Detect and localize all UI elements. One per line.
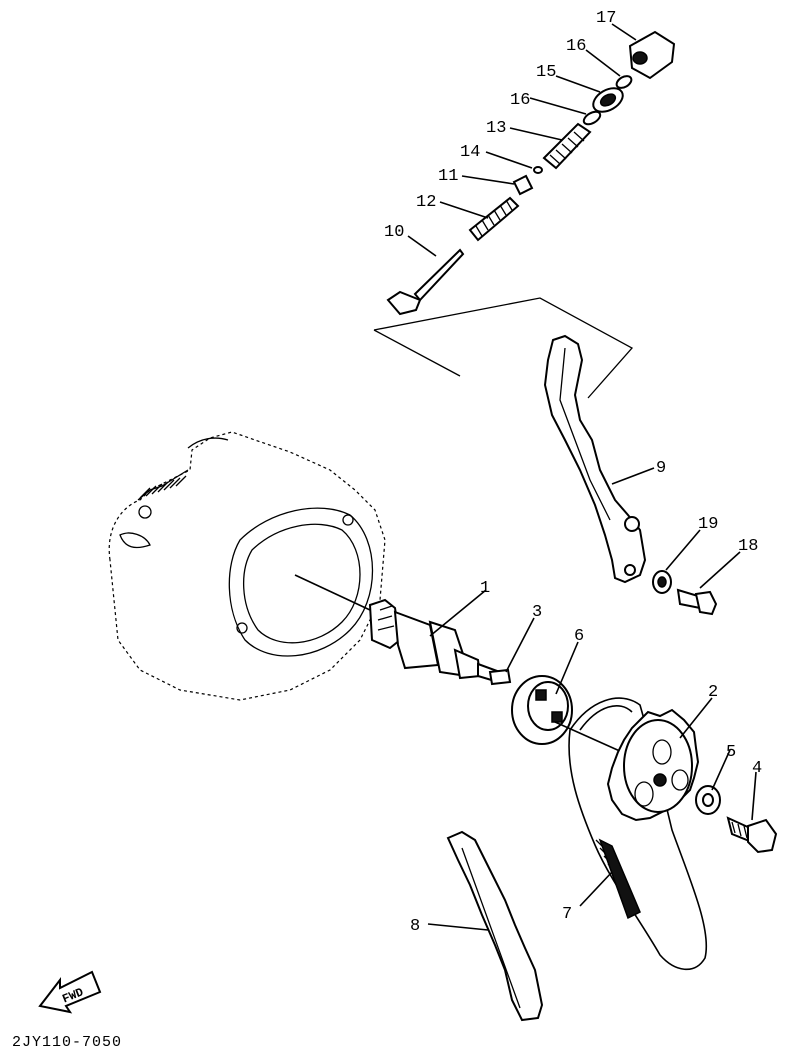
leader-lines [407, 23, 757, 931]
label-8: 8 [410, 917, 420, 936]
guide-washer [652, 570, 672, 594]
assembly-bracket-lines [373, 297, 634, 399]
tensioner-guide [543, 334, 647, 584]
gasket [592, 87, 624, 113]
diagram-code: 2JY110-7050 [12, 1034, 122, 1051]
label-19: 19 [698, 515, 718, 534]
label-9: 9 [656, 459, 666, 478]
label-17: 17 [596, 9, 616, 28]
label-15: 15 [536, 63, 556, 82]
label-6: 6 [574, 627, 584, 646]
cam-sprocket [606, 708, 700, 822]
label-7: 7 [562, 905, 572, 924]
camshaft [294, 574, 502, 684]
decompressor-cam [511, 675, 623, 753]
o-ring-upper [615, 75, 633, 89]
sprocket-bolt [726, 816, 778, 854]
washer [695, 785, 721, 815]
tensioner-ball [512, 174, 534, 196]
label-16-upper: 16 [566, 37, 586, 56]
tensioner-body [542, 122, 592, 170]
tensioner-rod [386, 248, 465, 316]
label-11: 11 [438, 167, 458, 186]
label-1: 1 [480, 579, 490, 598]
tensioner-spring [468, 196, 520, 242]
label-4: 4 [752, 759, 762, 778]
label-12: 12 [416, 193, 436, 212]
small-ring [533, 166, 543, 174]
timing-chain [568, 697, 708, 971]
label-2: 2 [708, 683, 718, 702]
label-14: 14 [460, 143, 480, 162]
fwd-arrow-icon: FWD [38, 970, 102, 1014]
label-18: 18 [738, 537, 758, 556]
o-ring-lower [582, 110, 602, 126]
label-10: 10 [384, 223, 404, 242]
cylinder-head-outline [108, 431, 386, 701]
guide-bolt [676, 588, 718, 616]
label-13: 13 [486, 119, 506, 138]
chain-guide [446, 830, 544, 1022]
cap-bolt [628, 30, 676, 80]
dowel-pin [488, 668, 512, 686]
label-3: 3 [532, 603, 542, 622]
label-16-lower: 16 [510, 91, 530, 110]
label-5: 5 [726, 743, 736, 762]
